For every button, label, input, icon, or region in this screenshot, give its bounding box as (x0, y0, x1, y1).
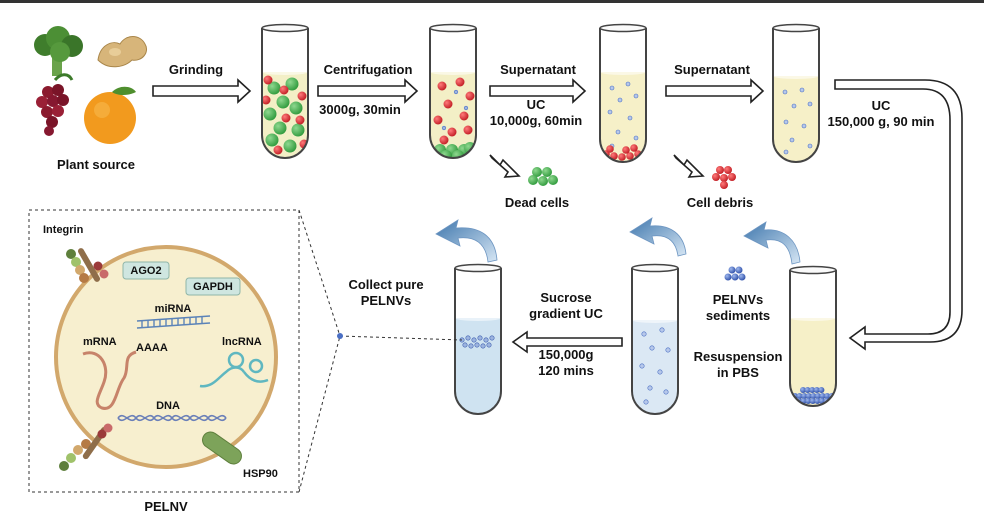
centrifugation-params-label: 3000g, 30min (319, 102, 401, 117)
curved-arrow-3 (743, 221, 801, 265)
pelnvs-sediments-label-2: sediments (705, 308, 771, 323)
arrow-grinding (152, 78, 252, 104)
supernatant-1-label: Supernatant (500, 62, 576, 77)
zoom-box (28, 209, 300, 493)
sucrose-label-1: Sucrose (540, 290, 592, 305)
tube-centrifuged (429, 23, 477, 159)
hsp90-icon (202, 431, 242, 465)
ginger-icon (97, 36, 147, 68)
arrow-sucrose (511, 330, 623, 354)
orange-icon (84, 86, 136, 144)
uc-2-label: UC (871, 98, 891, 113)
arrow-supernatant-2 (665, 78, 765, 104)
zoom-line-to-tube (339, 335, 463, 341)
mirna-icon (136, 315, 211, 329)
curved-arrow-1 (435, 219, 498, 263)
zoom-line-bottom (298, 335, 341, 493)
zoom-line-top (298, 209, 341, 337)
arrow-uturn (834, 79, 963, 351)
ago2-label: AGO2 (130, 265, 162, 277)
aaaa-label: AAAA (136, 342, 168, 354)
broccoli-icon (34, 26, 83, 76)
dna-icon (117, 414, 227, 422)
tube-150000g-supernatant (772, 23, 820, 163)
uc-1-label: UC (526, 97, 546, 112)
grinding-label: Grinding (168, 62, 224, 77)
sucrose-label-2: gradient UC (529, 306, 603, 321)
lncrna-label: lncRNA (222, 336, 262, 348)
integrin-label: Integrin (43, 224, 84, 236)
ago2-box (122, 261, 170, 280)
sucrose-params-label-1: 150,000g (538, 347, 594, 362)
pelnvs-sediments-label-1: PELNVs (712, 292, 764, 307)
pelnv-title: PELNV (144, 499, 188, 514)
dead-cells-pellet (528, 167, 558, 186)
uc-1-params-label: 10,000g, 60min (489, 113, 583, 128)
pelnv-vesicle (54, 245, 278, 469)
arrow-centrifugation (317, 78, 419, 104)
plant-source-label: Plant source (56, 157, 136, 172)
arrow-dead-cells (489, 154, 521, 178)
pelnvs-sediment-cluster (724, 266, 746, 281)
gapdh-box (185, 277, 241, 296)
cell-debris-pellet (712, 166, 736, 189)
tube-pelnv-pellet (789, 265, 837, 407)
lncrna-icon (199, 351, 269, 388)
uc-2-params-label: 150,000 g, 90 min (827, 114, 935, 129)
collect-label-2: PELNVs (360, 293, 412, 308)
tube-10000g (599, 23, 647, 163)
resuspension-label-1: Resuspension (693, 349, 783, 364)
top-border (0, 0, 984, 3)
integrin-icon-top (66, 248, 109, 283)
dna-label: DNA (156, 400, 180, 412)
mrna-label: mRNA (83, 336, 117, 348)
centrifugation-label: Centrifugation (323, 62, 413, 77)
grapes-icon (36, 73, 74, 136)
hsp90-label: HSP90 (243, 468, 278, 480)
zoom-point (337, 333, 343, 339)
integrin-icon-bottom (59, 423, 113, 471)
gapdh-label: GAPDH (193, 281, 233, 293)
arrow-supernatant-1 (489, 78, 587, 104)
dead-cells-label: Dead cells (504, 195, 570, 210)
mrna-icon (82, 350, 137, 410)
arrow-cell-debris (673, 154, 705, 178)
resuspension-label-2: in PBS (717, 365, 759, 380)
tube-resuspended (631, 263, 679, 415)
cell-debris-label: Cell debris (686, 195, 754, 210)
curved-arrow-2 (629, 217, 687, 257)
supernatant-2-label: Supernatant (674, 62, 750, 77)
collect-label-1: Collect pure (348, 277, 424, 292)
mirna-label: miRNA (154, 303, 192, 315)
tube-homogenate (261, 23, 309, 159)
sucrose-params-label-2: 120 mins (538, 363, 594, 378)
tube-sucrose-gradient (454, 263, 502, 415)
